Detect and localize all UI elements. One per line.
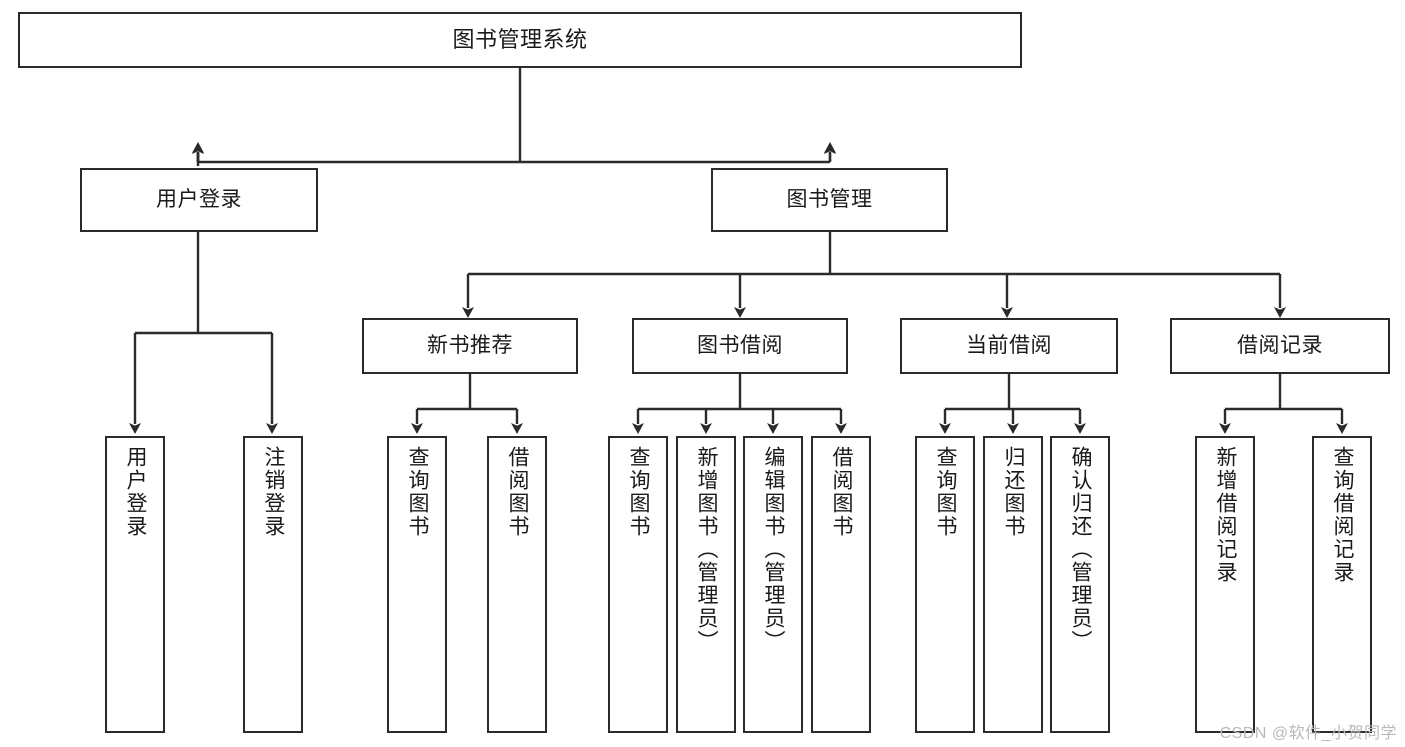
- node-root[interactable]: 图书管理系统: [18, 12, 1022, 68]
- leaf-rec-borrow-label: 借阅图书: [506, 446, 530, 538]
- node-current-borrow[interactable]: 当前借阅: [900, 318, 1118, 374]
- leaf-cb-query[interactable]: 查询图书: [915, 436, 975, 733]
- node-book-manage[interactable]: 图书管理: [711, 168, 948, 232]
- node-borrow-record-label: 借阅记录: [1237, 333, 1323, 357]
- leaf-bb-borrow-label: 借阅图书: [830, 446, 854, 538]
- node-new-book-rec-label: 新书推荐: [427, 333, 513, 357]
- leaf-bb-edit-label: 编辑图书（管理员）: [762, 446, 786, 653]
- leaf-cb-confirm[interactable]: 确认归还（管理员）: [1050, 436, 1110, 733]
- leaf-user-login-label: 用户登录: [124, 446, 148, 538]
- leaf-br-add[interactable]: 新增借阅记录: [1195, 436, 1255, 733]
- node-user-login[interactable]: 用户登录: [80, 168, 318, 232]
- leaf-rec-query-label: 查询图书: [406, 446, 430, 538]
- leaf-cb-return-label: 归还图书: [1002, 446, 1026, 538]
- leaf-rec-borrow[interactable]: 借阅图书: [487, 436, 547, 733]
- node-book-manage-label: 图书管理: [786, 187, 873, 211]
- node-new-book-rec[interactable]: 新书推荐: [362, 318, 578, 374]
- node-borrow-record[interactable]: 借阅记录: [1170, 318, 1390, 374]
- leaf-user-login[interactable]: 用户登录: [105, 436, 165, 733]
- leaf-cb-confirm-label: 确认归还（管理员）: [1069, 446, 1093, 653]
- leaf-bb-query-label: 查询图书: [627, 446, 651, 538]
- watermark: CSDN @软件_小贺同学: [1219, 725, 1397, 742]
- node-user-login-label: 用户登录: [156, 187, 242, 211]
- leaf-cb-query-label: 查询图书: [934, 446, 958, 538]
- node-root-label: 图书管理系统: [452, 27, 588, 53]
- leaf-bb-edit[interactable]: 编辑图书（管理员）: [743, 436, 803, 733]
- node-current-borrow-label: 当前借阅: [966, 333, 1052, 357]
- leaf-br-query[interactable]: 查询借阅记录: [1312, 436, 1372, 733]
- node-book-borrow-label: 图书借阅: [697, 333, 783, 357]
- leaf-cb-return[interactable]: 归还图书: [983, 436, 1043, 733]
- leaf-bb-add[interactable]: 新增图书（管理员）: [676, 436, 736, 733]
- leaf-logout-label: 注销登录: [262, 446, 286, 538]
- leaf-bb-borrow[interactable]: 借阅图书: [811, 436, 871, 733]
- leaf-br-add-label: 新增借阅记录: [1214, 446, 1238, 584]
- leaf-bb-query[interactable]: 查询图书: [608, 436, 668, 733]
- leaf-logout[interactable]: 注销登录: [243, 436, 303, 733]
- leaf-br-query-label: 查询借阅记录: [1331, 446, 1355, 584]
- leaf-bb-add-label: 新增图书（管理员）: [695, 446, 719, 653]
- leaf-rec-query[interactable]: 查询图书: [387, 436, 447, 733]
- node-book-borrow[interactable]: 图书借阅: [632, 318, 848, 374]
